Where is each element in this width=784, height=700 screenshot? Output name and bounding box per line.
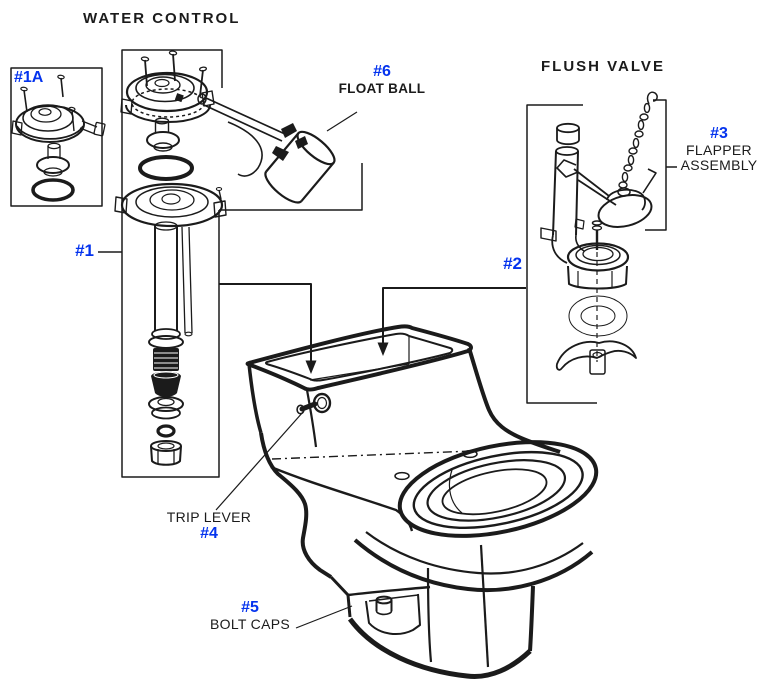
- flush-valve-box: [526, 104, 597, 404]
- bolt-cap-drawing: [375, 595, 393, 616]
- water-control-drawing: [114, 50, 336, 466]
- flush-valve-drawing: [540, 122, 637, 375]
- arrow-head: [305, 360, 317, 374]
- flush-valve-heading: FLUSH VALVE: [541, 58, 665, 75]
- part-name-bolt-caps: BOLT CAPS: [210, 616, 290, 632]
- part-name-float-ball: FLOAT BALL: [338, 81, 426, 96]
- part-name-flapper: FLAPPER: [686, 142, 752, 158]
- arrow-head: [377, 342, 389, 356]
- part-number-5: #5: [241, 599, 259, 616]
- part-number-3: #3: [710, 125, 728, 142]
- gasket: [568, 295, 628, 337]
- part-6-callout: #6 FLOAT BALL: [336, 63, 428, 96]
- install-arrows: [219, 283, 526, 374]
- part-1a-box: [10, 67, 103, 207]
- callout-brackets: [10, 49, 677, 478]
- part-name-assembly: ASSEMBLY: [680, 157, 758, 173]
- part-number-6: #6: [373, 63, 391, 80]
- part-5-callout: #5 BOLT CAPS: [200, 599, 300, 632]
- trip-lever-leader: [215, 411, 304, 511]
- flapper-bracket: [645, 99, 667, 231]
- chain: [618, 102, 651, 189]
- toilet-drawing: [245, 324, 599, 679]
- chain-hook: [646, 91, 658, 105]
- bolt-caps-leader: [295, 605, 353, 629]
- part-number-1a: #1A: [14, 69, 44, 86]
- flapper-drawing: [556, 91, 658, 228]
- part-1-bracket: [121, 49, 223, 478]
- part-1a-drawing: [11, 74, 106, 202]
- leader-lines: [215, 111, 358, 629]
- part-3-callout: #3 FLAPPER ASSEMBLY: [671, 125, 767, 173]
- float-ball-bracket: [219, 163, 363, 211]
- float-ball-drawing: [264, 130, 336, 204]
- float-ball-leader: [326, 111, 358, 132]
- part-number-1: #1: [75, 241, 94, 260]
- part-name-trip-lever: TRIP LEVER: [166, 509, 252, 525]
- part-number-2: #2: [503, 254, 522, 273]
- trip-lever-drawing: [296, 392, 332, 415]
- part-4-callout: TRIP LEVER #4: [159, 510, 259, 543]
- water-control-heading: WATER CONTROL: [83, 10, 241, 27]
- part-number-4: #4: [200, 525, 218, 542]
